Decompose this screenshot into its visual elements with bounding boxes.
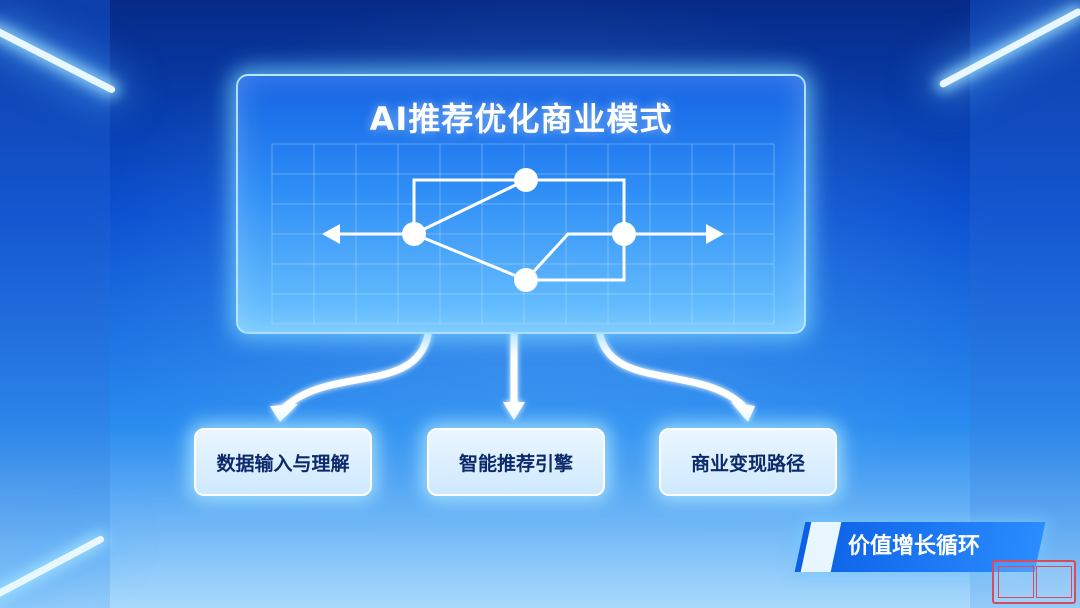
data-input-box: 数据输入与理解 [194, 428, 372, 496]
down-arrow-icon [270, 404, 298, 422]
flow-lines [334, 178, 708, 282]
main-panel: AI推荐优化商业模式 [236, 74, 806, 334]
down-arrow-icon [503, 402, 525, 420]
left-arrow-icon [322, 224, 340, 244]
monetization-path-label: 商业变现路径 [690, 452, 805, 475]
monetization-path-box: 商业变现路径 [659, 428, 837, 496]
left-wall [0, 0, 110, 608]
main-title: AI推荐优化商业模式 [369, 100, 673, 138]
curved-arrow-left [280, 331, 432, 412]
down-arrow-icon [731, 402, 755, 422]
curved-arrow-right [596, 331, 746, 409]
right-arrow-icon [706, 224, 724, 244]
value-growth-label: 价值增长循环 [848, 534, 981, 559]
data-input-label: 数据输入与理解 [216, 452, 350, 475]
recommendation-engine-box: 智能推荐引擎 [427, 428, 605, 496]
recommendation-engine-label: 智能推荐引擎 [458, 452, 573, 475]
right-wall [970, 0, 1080, 608]
flow-diagram [271, 143, 775, 325]
stamp-logo-icon [992, 560, 1076, 604]
flow-nodes [402, 168, 636, 292]
